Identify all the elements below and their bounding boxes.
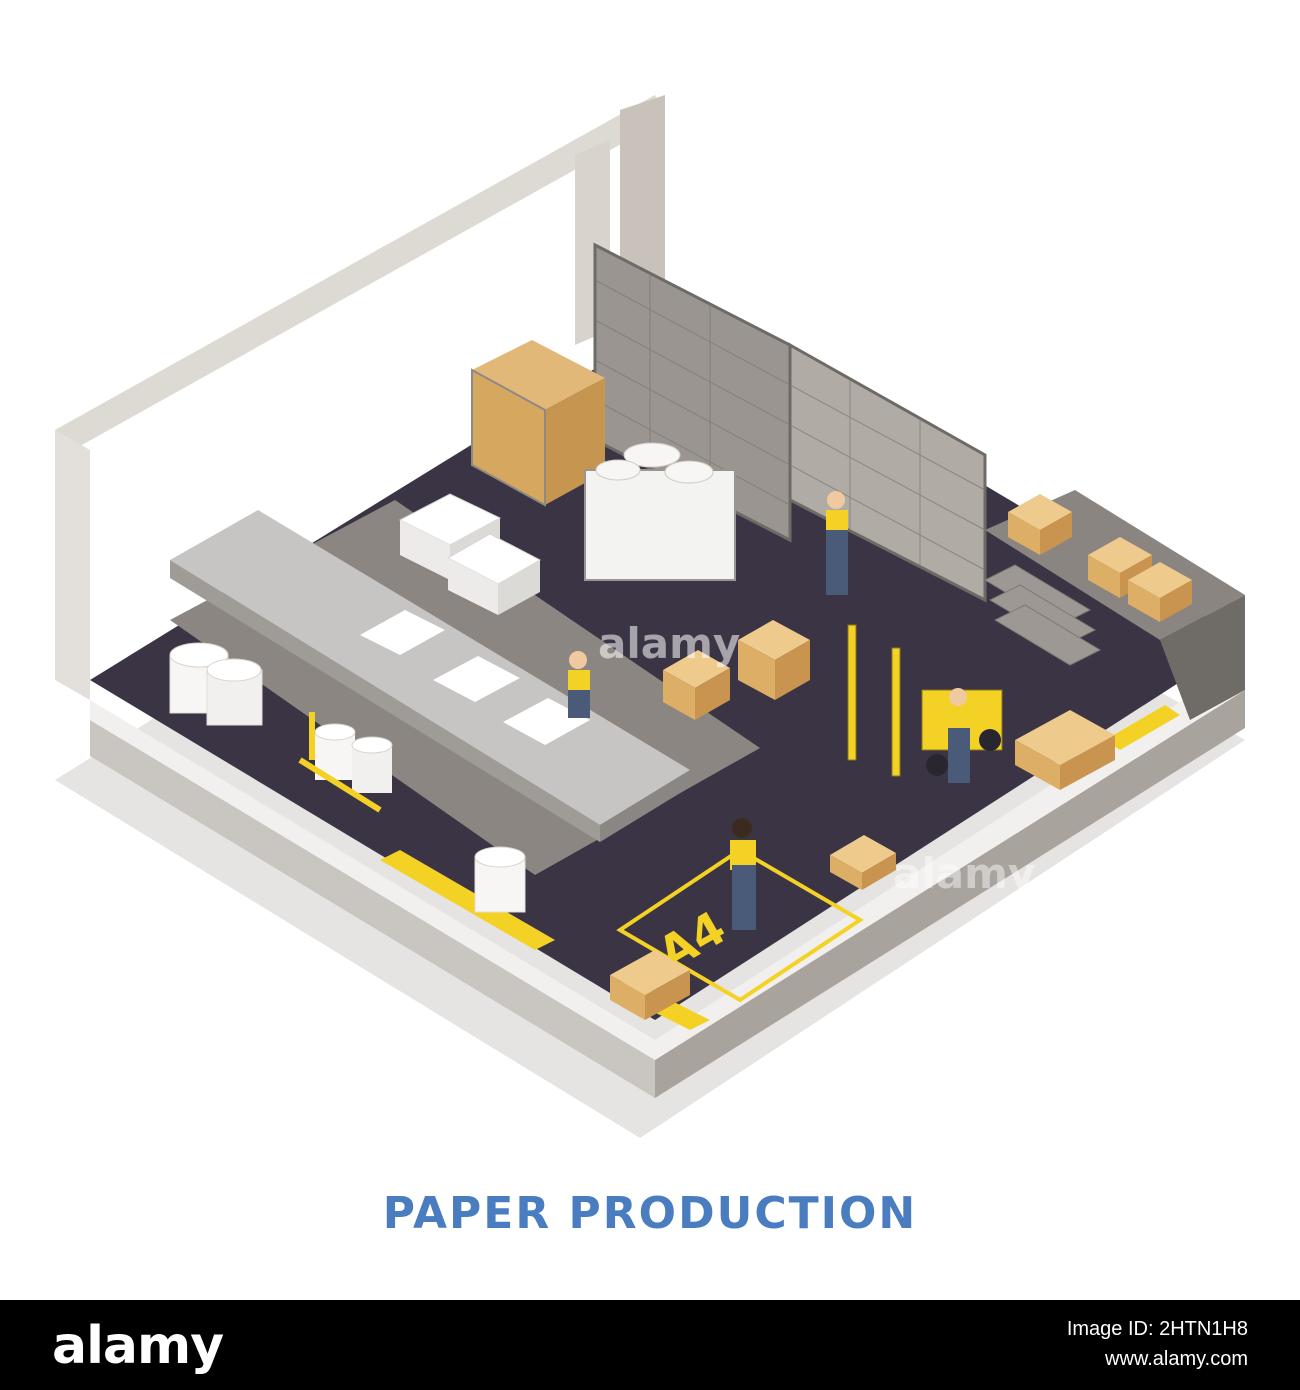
cart-with-rolls <box>584 442 736 581</box>
pallet-truck <box>298 712 382 813</box>
worker-walking <box>730 818 756 930</box>
cart-with-boxes <box>471 340 605 507</box>
page-title: PAPER PRODUCTION <box>382 1188 918 1239</box>
wall-frame-left-pillar <box>55 430 90 700</box>
paper-production-illustration: A4 <box>55 95 1245 1138</box>
cardboard-boxes <box>610 494 1192 1020</box>
large-paper-rolls <box>169 642 526 913</box>
worker-conveyor <box>568 651 590 718</box>
platform-left-side <box>90 720 655 1098</box>
conveyor-paper-1 <box>360 610 445 655</box>
wall-frame-left-top-face <box>55 95 655 460</box>
footer-logo: alamy <box>52 1316 224 1376</box>
conveyor-paper-2 <box>433 656 520 702</box>
workers <box>568 491 970 930</box>
a4-zone-outline <box>616 847 864 1003</box>
platform-right-side <box>655 690 1245 1098</box>
forklift <box>847 624 1003 777</box>
watermark-right: alamy <box>893 849 1035 898</box>
watermark-center: alamy <box>598 619 740 668</box>
footer-bar: alamy Image ID: 2HTN1H8 www.alamy.com <box>0 1300 1300 1390</box>
paper-stacks <box>398 493 542 615</box>
worker-forklift <box>948 688 970 783</box>
footer-site: www.alamy.com <box>1105 1348 1248 1370</box>
loading-dock-side <box>1160 595 1245 720</box>
footer-image-id: Image ID: 2HTN1H8 <box>1066 1318 1248 1340</box>
worker-fence <box>826 491 848 595</box>
stairs <box>983 564 1102 666</box>
conveyor-belt <box>170 510 690 842</box>
